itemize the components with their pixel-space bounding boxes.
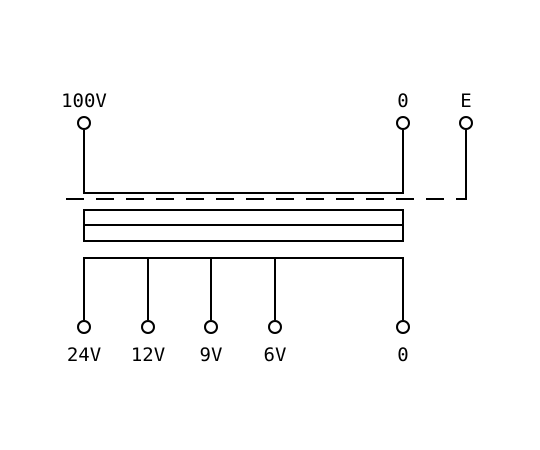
secondary-label-0: 0 xyxy=(397,344,408,366)
transformer-core xyxy=(83,209,404,242)
secondary-winding-wire xyxy=(83,257,404,320)
primary-label-100v: 100V xyxy=(61,90,107,112)
earth-label: E xyxy=(460,90,471,112)
primary-label-0: 0 xyxy=(397,90,408,112)
secondary-terminal-9v xyxy=(204,320,218,334)
secondary-terminal-6v xyxy=(268,320,282,334)
earth-terminal xyxy=(459,116,473,130)
primary-terminal-0 xyxy=(396,116,410,130)
secondary-label-9v: 9V xyxy=(200,344,223,366)
secondary-winding: 24V 12V 9V 6V 0 xyxy=(67,257,410,366)
secondary-label-24v: 24V xyxy=(67,344,101,366)
primary-winding: 100V 0 xyxy=(61,90,410,194)
primary-terminal-100v xyxy=(77,116,91,130)
secondary-terminal-0 xyxy=(396,320,410,334)
secondary-label-6v: 6V xyxy=(264,344,287,366)
secondary-label-12v: 12V xyxy=(131,344,165,366)
secondary-terminal-12v xyxy=(141,320,155,334)
secondary-terminal-24v xyxy=(77,320,91,334)
primary-winding-wire xyxy=(83,130,404,194)
earth-shield: E xyxy=(66,90,473,200)
